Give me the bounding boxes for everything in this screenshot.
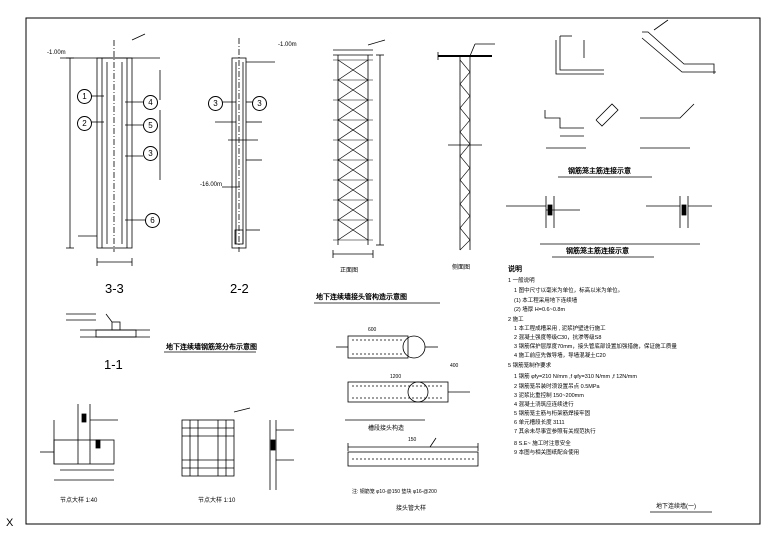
pipe-note: 注: 钢筋笼 φ10-@150 垫块 φ16-@200 [352,489,437,495]
node-detail-1-10 [181,407,294,490]
notes-line-16: 7 其余未尽事宜参照有关规范执行 [514,429,596,435]
mark-circle-2: 2 [77,116,92,131]
connect-title: 钢筋笼主筋连接示意 [566,248,629,255]
notes-line-5: 1 本工程成槽采用 , 泥浆护壁进行施工 [514,326,606,332]
notes-line-0: 1 一般说明 [508,278,535,284]
mark-circle-6: 6 [145,213,160,228]
pipe-dim-4: 150 [408,437,417,443]
section-3-3 [60,33,161,266]
notes-line-9: 5 钢筋笼制作要求 [508,363,552,369]
elevation-label-top-right: -1.00m [278,42,297,48]
pipe-detail-title: 接头管大样 [396,506,427,512]
bar-bending-details [544,19,716,149]
notes-line-6: 2 混凝土强度等级C30，抗渗等级S8 [514,335,602,341]
notes-line-7: 3 钢筋保护层厚度70mm，接头管底部设置加强措施，保证施工质量 [514,344,677,350]
section-2-2 [215,38,275,252]
mark-circle-1: 1 [77,89,92,104]
bending-title: 钢筋笼主筋连接示意 [568,168,631,175]
pipe-dim-1: 600 [368,327,377,333]
cage-front-title: 正面图 [340,268,359,274]
pipe-dim-3: 400 [450,363,459,369]
section-title-3-3: 3-3 [105,281,124,296]
mark-circle-3: 3 [143,146,158,161]
notes-line-12: 3 泥浆比重控制 150~200mm [514,393,584,399]
diagram-title: 地下连续墙钢筋笼分布示意图 [166,344,257,351]
detail-1-10-title: 节点大样 1:10 [198,498,236,504]
mark-circle-3c: 3 [252,96,267,111]
notes-header: 说明 [508,266,522,273]
pipe-title: 地下连续墙接头管构造示意图 [316,294,407,301]
sheet-title: 地下连续墙(一) [656,504,696,510]
corner-mark: X [6,517,14,529]
notes-line-2: (1) 本工程采用地下连续墙 [514,298,578,304]
pipe-joint-details [336,335,479,467]
notes-line-14: 5 钢筋笼主筋与桁架筋焊接牢固 [514,411,591,417]
sheet-border [25,17,761,525]
notes-line-4: 2 施工 [508,317,524,323]
elevation-label-bottom-mid: -16.00m [200,182,223,188]
notes-line-17: 8 S.E~ 施工时注意安全 [514,441,571,447]
notes-line-11: 2 钢筋笼吊装时须设置吊点 0.5MPa [514,384,600,390]
mark-circle-3b: 3 [208,96,223,111]
cage-side-title: 侧面图 [452,265,471,271]
node-detail-1-40 [40,404,118,481]
elevation-label-top: -1.00m [47,50,66,56]
notes-line-1: 1 图中尺寸以毫米为单位，标高以米为单位。 [514,288,624,294]
mark-circle-5: 5 [143,118,158,133]
notes-line-8: 4 施工前应先做导墙，导墙混凝土C20 [514,353,606,359]
notes-line-10: 1 钢筋 φfy=210 N/mm ,f φfy=310 N/mm ,f 12N… [514,374,637,380]
section-1-1 [66,313,150,338]
mark-circle-4: 4 [143,95,158,110]
cage-front-elevation [332,39,386,258]
joint-title: 槽段接头构造 [368,426,405,432]
notes-line-18: 9 本图与相关图纸配合使用 [514,450,580,456]
notes-line-13: 4 混凝土浇筑应连续进行 [514,402,574,408]
section-title-1-1: 1-1 [104,357,123,372]
detail-1-40-title: 节点大样 1:40 [60,498,98,504]
pipe-dim-2: 1200 [390,374,402,380]
cage-side-elevation [437,43,495,251]
notes-line-15: 6 单元槽段长度 3111 [514,420,565,426]
section-title-2-2: 2-2 [230,281,249,296]
notes-line-3: (2) 墙厚 H=0.6~0.8m [514,307,566,313]
connection-details [506,196,712,245]
